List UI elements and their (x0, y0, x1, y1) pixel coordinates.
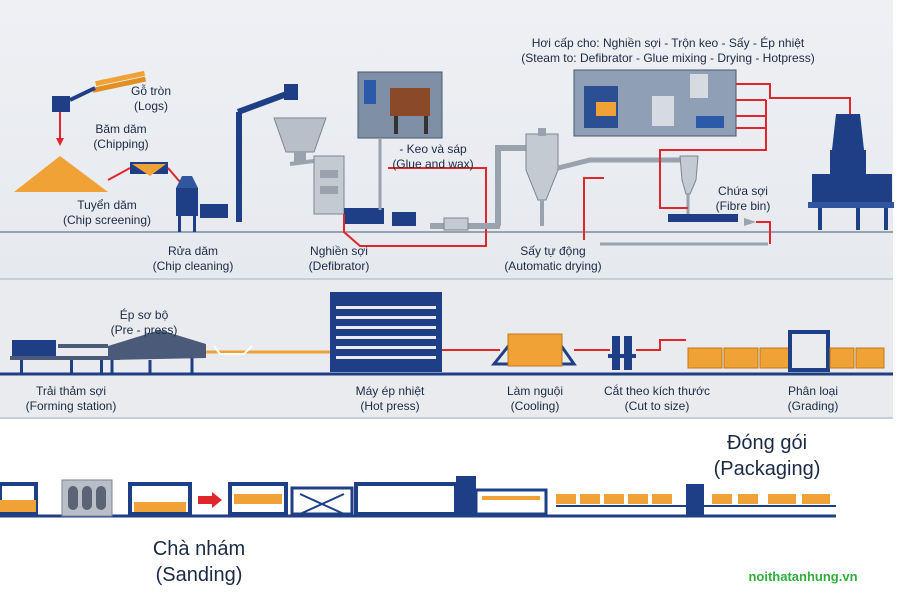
chip-pile-icon (14, 156, 108, 192)
label-packaging-en: (Packaging) (713, 458, 821, 480)
label-cooling: Làm nguội (Cooling) (490, 384, 580, 414)
flow-arrow-icon (198, 492, 222, 508)
chip-washer-icon (176, 176, 228, 232)
label-packaging-vi: Đóng gói (726, 432, 808, 454)
label-prepress-vi: Ép sơ bộ (119, 308, 169, 322)
label-cut: Cắt theo kích thước (Cut to size) (582, 384, 732, 414)
label-hotpress: Máy ép nhiệt (Hot press) (330, 384, 450, 414)
label-sanding: Chà nhám (Sanding) (124, 536, 274, 588)
label-chipping-en: (Chipping) (93, 137, 149, 151)
packaging-icon (556, 484, 836, 516)
panel-divider (0, 417, 893, 419)
hot-press-icon (330, 292, 442, 372)
label-glue-wax: - Keo và sáp (Glue and wax) (370, 142, 496, 172)
finishing-line-icon (228, 476, 548, 516)
label-drying-en: (Automatic drying) (504, 259, 602, 273)
label-forming-vi: Trải thảm sợi (35, 384, 107, 398)
label-defibrator: Nghiền sợi (Defibrator) (284, 244, 394, 274)
forming-station-icon (10, 340, 120, 374)
label-cut-vi: Cắt theo kích thước (604, 384, 710, 398)
steam-note-vi: Hơi cấp cho: Nghiền sợi - Trộn keo - Sấy… (531, 36, 805, 50)
glue-wax-unit-icon (357, 71, 443, 210)
label-sanding-vi: Chà nhám (152, 538, 246, 560)
label-fibre-bin: Chứa sợi (Fibre bin) (698, 184, 788, 214)
watermark: noithatanhung.vn (748, 569, 858, 584)
label-grading-en: (Grading) (787, 399, 839, 413)
label-drying-vi: Sấy tự động (520, 244, 586, 258)
label-grading: Phân loại (Grading) (768, 384, 858, 414)
logs-icon (92, 70, 147, 93)
dryer-cyclone-icon (430, 128, 559, 231)
label-glue-en: (Glue and wax) (392, 157, 474, 171)
steam-note-en: (Steam to: Defibrator - Glue mixing - Dr… (521, 51, 815, 65)
label-cooling-vi: Làm nguội (506, 384, 564, 398)
label-logs: Gỗ tròn (Logs) (116, 84, 186, 114)
inclined-conveyor-icon (236, 84, 298, 222)
label-grading-vi: Phân loại (787, 384, 839, 398)
sanding-machine-icon (0, 479, 192, 517)
chipper-icon (52, 86, 96, 146)
label-fibre-bin-vi: Chứa sợi (718, 184, 768, 198)
label-glue-vi: - Keo và sáp (399, 142, 467, 156)
label-cleaning-en: (Chip cleaning) (152, 259, 234, 273)
label-hotpress-vi: Máy ép nhiệt (355, 384, 425, 398)
steam-boiler-icon (573, 69, 737, 137)
label-drying: Sấy tự động (Automatic drying) (478, 244, 628, 274)
label-screening: Tuyển dăm (Chip screening) (42, 198, 172, 228)
cut-to-size-icon (608, 336, 636, 370)
label-logs-en: (Logs) (133, 99, 168, 113)
panel-divider (0, 278, 893, 280)
label-cooling-en: (Cooling) (510, 399, 560, 413)
defibrator-icon (273, 117, 416, 226)
label-prepress-en: (Pre - press) (110, 323, 178, 337)
grading-icon (687, 330, 885, 372)
label-prepress: Ép sơ bộ (Pre - press) (94, 308, 194, 338)
chip-screen-icon (107, 162, 181, 183)
label-defibrator-en: (Defibrator) (308, 259, 370, 273)
label-fibre-bin-en: (Fibre bin) (715, 199, 771, 213)
forming-tower-icon (808, 114, 894, 230)
label-forming-en: (Forming station) (25, 399, 117, 413)
label-logs-vi: Gỗ tròn (130, 84, 172, 98)
label-chipping: Băm dăm (Chipping) (76, 122, 166, 152)
fibre-bin-cyclone-icon (668, 155, 756, 226)
label-defibrator-vi: Nghiền sợi (310, 244, 368, 258)
label-packaging: Đóng gói (Packaging) (682, 430, 852, 482)
label-sanding-en: (Sanding) (155, 564, 243, 586)
label-cut-en: (Cut to size) (624, 399, 690, 413)
label-screening-vi: Tuyển dăm (77, 198, 137, 212)
cooling-icon (490, 333, 577, 367)
steam-note: Hơi cấp cho: Nghiền sợi - Trộn keo - Sấy… (468, 36, 868, 66)
label-chipping-vi: Băm dăm (95, 122, 147, 136)
label-cleaning-vi: Rửa dăm (167, 244, 219, 258)
label-screening-en: (Chip screening) (62, 213, 152, 227)
label-hotpress-en: (Hot press) (360, 399, 420, 413)
label-cleaning: Rửa dăm (Chip cleaning) (128, 244, 258, 274)
label-forming: Trải thảm sợi (Forming station) (6, 384, 136, 414)
prepress-icon (108, 330, 206, 374)
